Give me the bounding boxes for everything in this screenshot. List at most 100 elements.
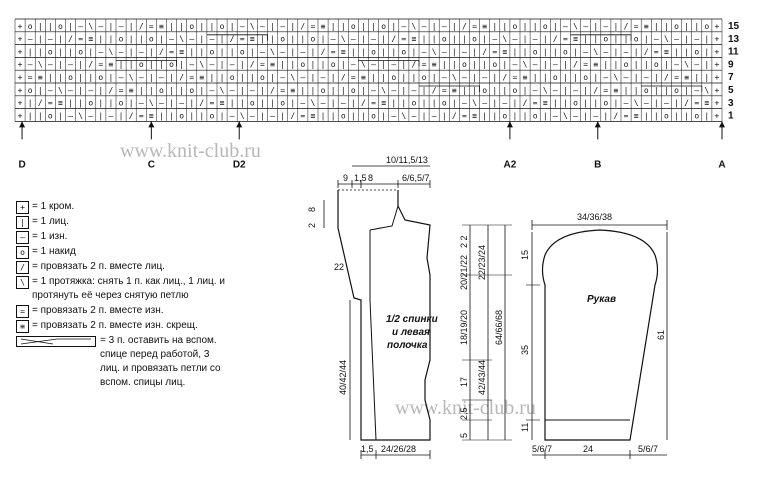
chart-cell: | (614, 99, 619, 108)
legend-item: ≡= провязать 2 п. вместе изн. скрещ. (16, 319, 226, 333)
chart-cell: | (684, 22, 689, 31)
chart-cell: o (543, 22, 548, 31)
chart-cell: | (523, 22, 528, 31)
chart-cell: \ (472, 99, 477, 108)
chart-cell: | (654, 73, 659, 82)
chart-cell: – (624, 99, 629, 108)
chart-cell: \ (412, 22, 417, 31)
chart-cell: = (513, 73, 518, 82)
chart-cell: | (704, 73, 709, 82)
chart-cell: + (18, 35, 23, 44)
chart-cell: – (78, 22, 83, 31)
chart-cell: – (694, 35, 699, 44)
chart-cell: – (230, 111, 235, 120)
chart-cell: | (159, 35, 164, 44)
marker-label: D (18, 159, 25, 170)
chart-cell: | (230, 99, 235, 108)
chart-cell: | (674, 111, 679, 120)
chart-cell: | (351, 99, 356, 108)
dim-right-e: 64/66/68 (494, 310, 504, 345)
chart-cell: – (412, 86, 417, 95)
chart-cell: o (422, 73, 427, 82)
chart-cell: | (583, 35, 588, 44)
chart-cell: o (98, 73, 103, 82)
chart-cell: = (119, 86, 124, 95)
arrow-head-icon (19, 121, 26, 128)
cable-mark (206, 34, 268, 41)
chart-cell: | (583, 86, 588, 95)
chart-cell: o (371, 47, 376, 56)
chart-cell: | (502, 86, 507, 95)
chart-cell: | (371, 73, 376, 82)
legend-item: = 3 п. оставить на вспом. спице перед ра… (16, 334, 226, 390)
chart-cell: – (502, 99, 507, 108)
chart-cell: | (28, 111, 33, 120)
chart-cell: o (563, 47, 568, 56)
stitch-chart: +o||o|–\–|–|/=≡||o||o|–\–|–|/=≡||o||o|–\… (14, 18, 740, 170)
chart-cell: – (48, 86, 53, 95)
chart-cell: | (472, 60, 477, 69)
chart-cell: = (624, 111, 629, 120)
dim-top-9: 9 (343, 173, 348, 183)
chart-cell: | (513, 99, 518, 108)
chart-cell: = (462, 111, 467, 120)
chart-cell: + (715, 22, 720, 31)
chart-cell: | (614, 47, 619, 56)
row-number: 7 (728, 72, 734, 83)
chart-cell: / (553, 35, 558, 44)
chart-cell: | (240, 73, 245, 82)
body-label-2: и левая (392, 327, 430, 338)
chart-cell: o (78, 47, 83, 56)
legend-text: = 1 изн. (32, 231, 68, 242)
dim-top-right-label: 6/6,5/7 (402, 173, 430, 183)
chart-cell: | (553, 99, 558, 108)
dim-left: 40/42/44 (338, 360, 348, 395)
chart-cell: | (452, 22, 457, 31)
chart-cell: – (674, 35, 679, 44)
chart-cell: = (139, 111, 144, 120)
chart-cell: – (603, 47, 608, 56)
chart-cell: | (492, 111, 497, 120)
chart-cell: | (311, 47, 316, 56)
chart-cell: | (220, 35, 225, 44)
chart-cell: = (300, 111, 305, 120)
chart-cell: = (169, 47, 174, 56)
chart-cell: | (614, 35, 619, 44)
chart-cell: – (139, 47, 144, 56)
chart-cell: | (139, 35, 144, 44)
dim-top-8: 8 (368, 173, 373, 183)
chart-cell: | (270, 22, 275, 31)
chart-cell: o (311, 35, 316, 44)
chart-cell: / (482, 47, 487, 56)
legend-item: –= 1 изн. (16, 230, 226, 244)
chart-cell: | (593, 35, 598, 44)
chart-cell: | (513, 47, 518, 56)
chart-cell: o (68, 73, 73, 82)
arrow-head-icon (148, 121, 155, 128)
chart-cell: | (614, 22, 619, 31)
chart-cell: \ (88, 22, 93, 31)
chart-cell: ≡ (38, 73, 43, 82)
legend-text: = 1 лиц. (32, 216, 69, 227)
chart-cell: + (715, 99, 720, 108)
chart-cell: = (422, 60, 427, 69)
chart-cell: | (634, 60, 639, 69)
chart-cell: / (664, 73, 669, 82)
chart-cell: | (432, 99, 437, 108)
chart-cell: | (331, 111, 336, 120)
marker-label: B (594, 159, 601, 170)
chart-cell: – (250, 86, 255, 95)
legend-text: = 1 протяжка: снять 1 п. как лиц., 1 лиц… (32, 276, 225, 301)
chart-cell: – (240, 22, 245, 31)
chart-cell: o (553, 73, 558, 82)
chart-cell: = (98, 60, 103, 69)
chart-cell: – (371, 60, 376, 69)
chart-cell: o (210, 111, 215, 120)
chart-cell: – (391, 60, 396, 69)
chart-cell: o (58, 22, 63, 31)
chart-cell: = (311, 22, 316, 31)
chart-cell: \ (543, 86, 548, 95)
chart-cell: ≡ (634, 111, 639, 120)
row-number: 15 (728, 21, 740, 32)
